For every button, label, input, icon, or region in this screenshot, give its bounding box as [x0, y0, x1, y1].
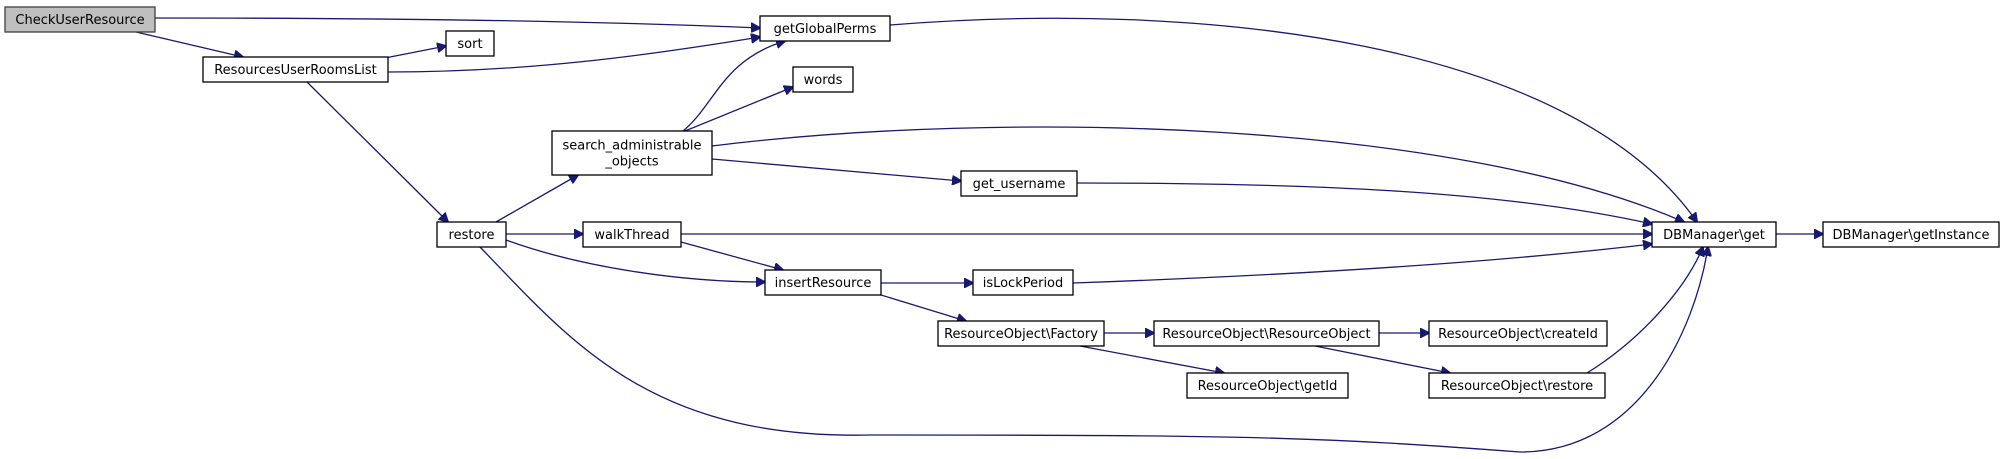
node-sort[interactable]: sort: [445, 30, 495, 57]
node-box: [792, 66, 854, 93]
node-label: ResourceObject\Factory: [944, 327, 1098, 342]
edge-restore-to-insertresource: [505, 239, 765, 282]
edge-walkthread-to-insertresource: [680, 241, 783, 270]
node-getglobalperms[interactable]: getGlobalPerms: [759, 15, 891, 42]
node-label: DBManager\get: [1663, 228, 1765, 243]
node-resourceobject_resourceobject[interactable]: ResourceObject\ResourceObject: [1153, 320, 1380, 347]
edge-islockperiod-to-dbmanager_get: [1072, 244, 1652, 284]
node-checkuserresource[interactable]: CheckUserResource: [4, 6, 156, 33]
edge-layer: [135, 17, 1823, 453]
node-label: search_administrable: [562, 139, 701, 154]
node-label: DBManager\getInstance: [1833, 228, 1990, 243]
node-box: [1822, 221, 2000, 248]
node-resourceobject_getid[interactable]: ResourceObject\getId: [1186, 372, 1349, 399]
edge-restore-to-dbmanager_get: [479, 247, 1708, 453]
node-label: ResourceObject\getId: [1198, 379, 1338, 394]
node-label: insertResource: [775, 276, 872, 291]
edge-resourcesuserroomslist-to-restore: [306, 81, 448, 222]
node-label: ResourcesUserRoomsList: [214, 63, 377, 78]
node-words[interactable]: words: [792, 66, 854, 93]
node-box: [764, 269, 882, 296]
edge-resourcesuserroomslist-to-sort: [384, 46, 446, 59]
node-label: words: [804, 73, 843, 88]
node-label: ResourceObject\ResourceObject: [1162, 327, 1370, 342]
node-box: [202, 56, 389, 83]
node-label: getGlobalPerms: [774, 22, 877, 37]
edge-search_administrable_objects-to-get_username: [711, 158, 961, 181]
node-label: restore: [449, 228, 495, 243]
edge-getglobalperms-to-dbmanager_get: [889, 17, 1697, 222]
node-label: get_username: [973, 177, 1066, 192]
node-dbmanager_get[interactable]: DBManager\get: [1651, 221, 1777, 248]
node-box: [582, 221, 682, 248]
node-box: [937, 320, 1105, 347]
node-resourceobject_factory[interactable]: ResourceObject\Factory: [937, 320, 1105, 347]
node-box: [1428, 320, 1608, 347]
edge-restore-to-search_administrable_objects: [495, 175, 578, 223]
node-box: [4, 6, 156, 33]
edge-search_administrable_objects-to-dbmanager_get: [711, 126, 1684, 222]
node-restore[interactable]: restore: [436, 221, 507, 248]
node-insertresource[interactable]: insertResource: [764, 269, 882, 296]
node-box: [1651, 221, 1777, 248]
node-walkthread[interactable]: walkThread: [582, 221, 682, 248]
edge-get_username-to-dbmanager_get: [1076, 182, 1652, 224]
node-resourceobject_createid[interactable]: ResourceObject\createId: [1428, 320, 1608, 347]
node-box: [445, 30, 495, 57]
node-box: [960, 170, 1078, 197]
node-box: [1428, 372, 1606, 399]
node-resourcesuserroomslist[interactable]: ResourcesUserRoomsList: [202, 56, 389, 83]
node-label: isLockPeriod: [983, 276, 1064, 291]
edge-resourceobject_restore-to-dbmanager_get: [1586, 247, 1703, 374]
node-label: CheckUserResource: [15, 13, 144, 28]
edge-insertresource-to-resourceobject_factory: [880, 294, 966, 321]
node-label: _objects: [604, 155, 659, 170]
node-search_administrable_objects[interactable]: search_administrable_objects: [551, 130, 713, 176]
edge-resourcesuserroomslist-to-getglobalperms: [387, 37, 760, 73]
edge-resourceobject_resourceobject-to-resourceobject_restore: [1314, 345, 1450, 373]
node-label: ResourceObject\restore: [1441, 379, 1593, 394]
node-islockperiod[interactable]: isLockPeriod: [972, 269, 1074, 296]
node-box: [972, 269, 1074, 296]
node-resourceobject_restore[interactable]: ResourceObject\restore: [1428, 372, 1606, 399]
node-box: [1186, 372, 1349, 399]
node-label: sort: [457, 37, 482, 52]
node-box: [436, 221, 507, 248]
edge-checkuserresource-to-getglobalperms: [154, 17, 760, 28]
node-box: [759, 15, 891, 42]
edge-search_administrable_objects-to-words: [684, 87, 793, 132]
node-dbmanager_getinstance[interactable]: DBManager\getInstance: [1822, 221, 2000, 248]
edge-checkuserresource-to-resourcesuserroomslist: [135, 31, 243, 57]
node-label: walkThread: [594, 228, 669, 243]
node-box: [551, 130, 713, 176]
node-box: [1153, 320, 1380, 347]
node-get_username[interactable]: get_username: [960, 170, 1078, 197]
edge-search_administrable_objects-to-getglobalperms: [682, 41, 785, 132]
edge-resourceobject_factory-to-resourceobject_getid: [1079, 345, 1224, 373]
node-label: ResourceObject\createId: [1438, 327, 1598, 342]
